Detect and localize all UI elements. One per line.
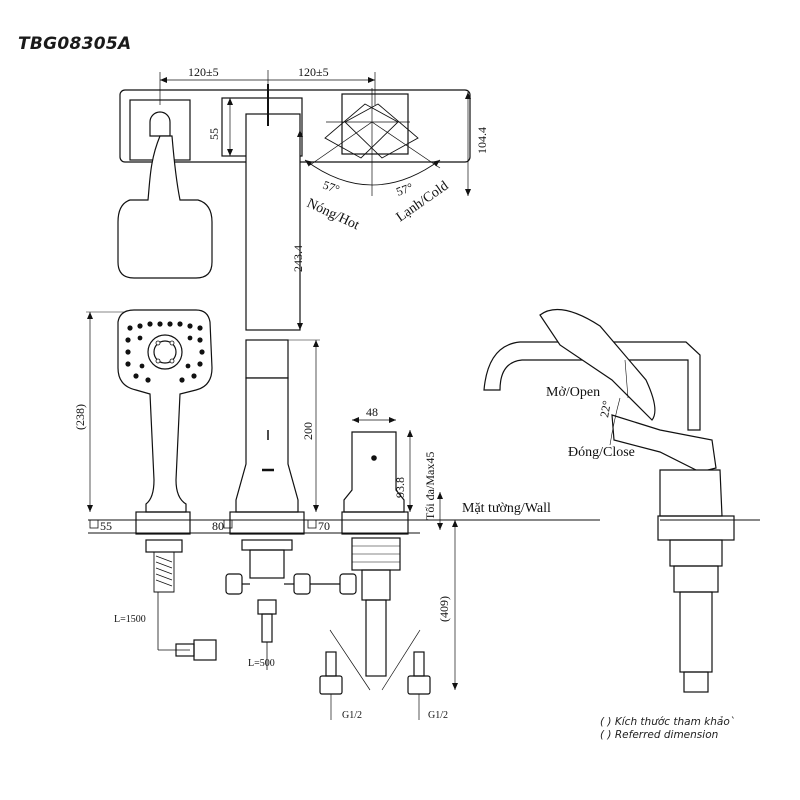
dim-104-4: 104.4 — [475, 127, 489, 154]
spray-nozzles — [125, 321, 205, 383]
label-close: Đóng/Close — [568, 445, 635, 460]
dim-238: (238) — [73, 404, 87, 430]
hose-length-500: L=500 — [248, 658, 275, 669]
dim-243-4: 243.4 — [291, 245, 305, 272]
dim-base-70: 70 — [318, 519, 330, 533]
label-open-angle: 22° — [597, 399, 614, 418]
note-vn: ( ) Kích thước tham khảo` — [600, 716, 736, 728]
angle-hot: 57° — [321, 178, 342, 197]
dimension-labels: 120±5 120±5 55 104.4 243.4 (238) 200 48 … — [73, 65, 489, 721]
dim-spacing-left: 120±5 — [188, 65, 219, 79]
dim-48: 48 — [366, 405, 378, 419]
model-title: TBG08305A — [18, 34, 132, 54]
front-view — [86, 309, 600, 720]
dim-200: 200 — [301, 422, 315, 440]
dim-max45: Tối đa/Max45 — [423, 452, 437, 520]
label-hot: Nóng/Hot — [304, 196, 361, 233]
side-view — [483, 308, 760, 693]
label-wall: Mặt tường/Wall — [462, 501, 551, 516]
note-en: ( ) Referred dimension — [600, 729, 719, 741]
thread-g-right: G1/2 — [428, 710, 448, 721]
dim-base-55: 55 — [100, 519, 112, 533]
angle-cold: 57° — [394, 180, 415, 199]
top-view — [117, 70, 471, 331]
dim-base-80: 80 — [212, 519, 224, 533]
dim-93-8: 93.8 — [393, 477, 407, 498]
hose-length-1500: L=1500 — [114, 614, 146, 625]
dim-409: (409) — [437, 596, 451, 622]
dim-55-top: 55 — [207, 128, 221, 140]
label-open: Mở/Open — [546, 385, 600, 400]
thread-g-left: G1/2 — [342, 710, 362, 721]
dim-spacing-right: 120±5 — [298, 65, 329, 79]
